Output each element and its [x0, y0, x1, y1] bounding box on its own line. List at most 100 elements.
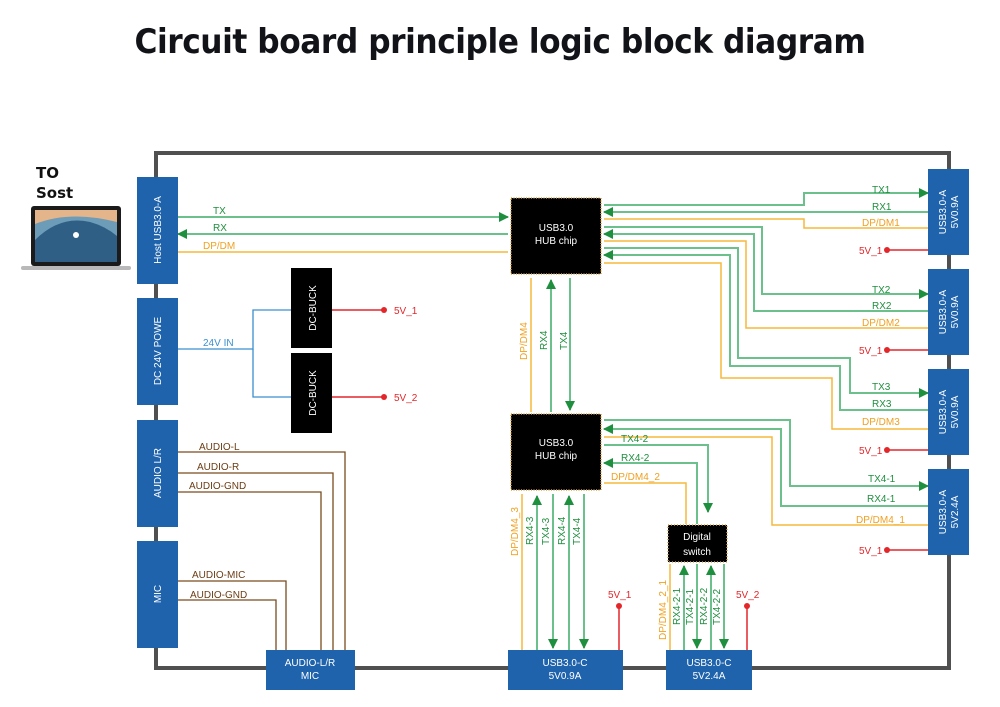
mic-gnd-line: [178, 599, 277, 650]
dpdm4-1-label: DP/DM4_1: [856, 515, 905, 526]
switch-label-1: Digital: [683, 532, 711, 543]
p2-label-1: USB3.0-A: [938, 289, 949, 334]
p1-power-label: 5V_1: [859, 246, 883, 257]
laptop-icon: [21, 206, 131, 270]
dpdm3-line: [604, 262, 928, 430]
dc-buck-1-label: DC-BUCK: [308, 285, 319, 331]
hub-tx4-label: TX4: [559, 331, 570, 350]
rx4-2-1-label: RX4-2-1: [672, 587, 683, 625]
port-audio-lr[interactable]: AUDIO L/R: [137, 420, 178, 527]
audio-mic-label: AUDIO-MIC: [192, 570, 245, 581]
switch-label-2: switch: [683, 547, 711, 558]
usbc2-label-2: 5V2.4A: [693, 671, 726, 682]
host-tx-label: TX: [213, 206, 226, 217]
audio-out-label-1: AUDIO-L/R: [285, 658, 336, 669]
buck1-out-label: 5V_1: [394, 306, 418, 317]
right-power-lines: [884, 247, 928, 553]
mic-gnd-label: AUDIO-GND: [190, 590, 247, 601]
dpdm2-line: [604, 240, 928, 329]
audio-r-label: AUDIO-R: [197, 462, 239, 473]
port-usb-a-1[interactable]: USB3.0-A 5V0.9A: [928, 169, 969, 255]
usbc2-power-label: 5V_2: [736, 590, 760, 601]
dpdm1-label: DP/DM1: [862, 218, 900, 229]
rx4-2-2-label: RX4-2-2: [699, 587, 710, 625]
tx4-2-label: TX4-2: [621, 434, 649, 445]
audio-r-line: [178, 472, 334, 650]
port-usb-c-2[interactable]: USB3.0-C 5V2.4A: [666, 650, 752, 690]
dpdm4-1-line: [604, 436, 928, 526]
hub-dpdm4-label: DP/DM4: [519, 322, 530, 360]
p3-power-label: 5V_1: [859, 446, 883, 457]
digital-switch-chip: Digital switch: [667, 524, 728, 563]
rx4-2-label: RX4-2: [621, 453, 650, 464]
rx3-line: [603, 250, 928, 411]
rx4-1-line: [603, 424, 928, 507]
port-usb-a-3[interactable]: USB3.0-A 5V0.9A: [928, 369, 969, 455]
p1-label-1: USB3.0-A: [938, 189, 949, 234]
tx1-line: [604, 188, 929, 206]
hub2-label-1: USB3.0: [539, 438, 574, 449]
p2-label-2: 5V0.9A: [950, 295, 961, 328]
dpdm1-line: [604, 218, 928, 229]
p1-label-2: 5V0.9A: [950, 195, 961, 228]
usbc2-power-dot: [744, 603, 750, 609]
hub1-label-1: USB3.0: [539, 223, 574, 234]
tx4-2-line: [604, 444, 713, 513]
dpdm4-2-1-label: DP/DM4_2_1: [658, 580, 669, 640]
port-usb-c-1[interactable]: USB3.0-C 5V0.9A: [508, 650, 623, 690]
dpdm4-2-label: DP/DM4_2: [611, 472, 660, 483]
hub1-label-2: HUB chip: [535, 236, 578, 247]
p3-label-1: USB3.0-A: [938, 389, 949, 434]
p3-label-2: 5V0.9A: [950, 395, 961, 428]
usbc1-power-dot: [616, 603, 622, 609]
port-host-usb[interactable]: Host USB3.0-A: [137, 177, 178, 284]
dpdm4-3-label: DP/DM4_3: [510, 507, 521, 556]
tx4-1-line: [604, 419, 929, 491]
p4-power-label: 5V_1: [859, 546, 883, 557]
audio-out-label-2: MIC: [301, 671, 319, 682]
rx4-4-label: RX4-4: [557, 516, 568, 545]
host-label-line2: Sost: [36, 184, 74, 202]
dpdm4-2-line: [604, 482, 687, 524]
usbc1-label-1: USB3.0-C: [542, 658, 587, 669]
hub-rx4-label: RX4: [539, 330, 550, 350]
port-usb-a-2[interactable]: USB3.0-A 5V0.9A: [928, 269, 969, 355]
buck1-out-dot: [381, 307, 387, 313]
p2-power-label: 5V_1: [859, 346, 883, 357]
port-audio-out[interactable]: AUDIO-L/R MIC: [266, 650, 355, 690]
tx4-1-label: TX4-1: [868, 474, 896, 485]
usbc2-label-1: USB3.0-C: [686, 658, 731, 669]
tx4-3-label: TX4-3: [541, 517, 552, 545]
host-rx-label: RX: [213, 223, 227, 234]
tx4-2-2-label: TX4-2-2: [712, 588, 723, 625]
audio-gnd-line: [178, 491, 322, 650]
usb-hub-chip-2: USB3.0 HUB chip: [510, 413, 602, 491]
port-mic-label: MIC: [153, 585, 164, 603]
buck2-out-dot: [381, 394, 387, 400]
host-label-line1: TO: [36, 164, 59, 182]
tx3-line: [604, 247, 929, 398]
port-host-label: Host USB3.0-A: [153, 196, 164, 264]
port-mic[interactable]: MIC: [137, 541, 178, 648]
port-usb-a-4[interactable]: USB3.0-A 5V2.4A: [928, 469, 969, 555]
rx3-label: RX3: [872, 399, 892, 410]
tx2-line: [604, 226, 929, 299]
tx3-label: TX3: [872, 382, 891, 393]
tx1-label: TX1: [872, 185, 891, 196]
port-dc-label: DC 24V POWE: [153, 317, 164, 386]
dpdm3-label: DP/DM3: [862, 417, 900, 428]
tx4-2-1-label: TX4-2-1: [685, 588, 696, 625]
power-in-label: 24V IN: [203, 338, 234, 349]
dc-buck-2-label: DC-BUCK: [308, 370, 319, 416]
rx1-label: RX1: [872, 202, 892, 213]
tx4-4-label: TX4-4: [572, 517, 583, 545]
audio-l-line: [178, 451, 346, 650]
port-dc-power[interactable]: DC 24V POWE: [137, 298, 178, 405]
host-label: TO Sost: [36, 163, 73, 203]
dc-buck-chip-2: DC-BUCK: [291, 353, 332, 433]
rx2-label: RX2: [872, 301, 892, 312]
usb-hub-chip-1: USB3.0 HUB chip: [510, 197, 602, 275]
usbc1-label-2: 5V0.9A: [549, 671, 582, 682]
p4-label-2: 5V2.4A: [950, 495, 961, 528]
audio-gnd-label: AUDIO-GND: [189, 481, 246, 492]
